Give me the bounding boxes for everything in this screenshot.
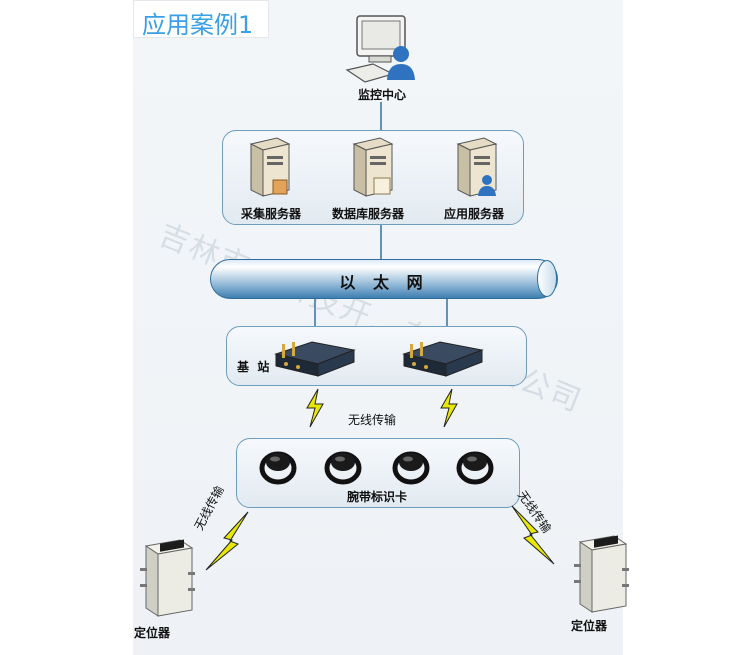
wireless-transmission-label: 无线传输: [348, 411, 396, 428]
locator-left-label: 定位器: [134, 624, 170, 641]
collection-server-label: 采集服务器: [241, 205, 301, 222]
ethernet-label: 以 太 网: [211, 269, 557, 293]
lightning-bolt-icon: [204, 510, 250, 572]
title-box: 应用案例1: [133, 0, 269, 38]
locator-right-label: 定位器: [571, 617, 607, 634]
server-icon: [243, 134, 293, 200]
computer-user-icon: [343, 14, 423, 86]
base-station-label: 基 站: [237, 358, 269, 375]
page-title: 应用案例1: [142, 5, 253, 40]
connector-servers: [380, 225, 382, 261]
base-station-device-icon: [400, 334, 486, 380]
wristband-icon: [258, 446, 298, 486]
database-server-icon: [346, 134, 396, 200]
wristband-icon: [455, 446, 495, 486]
application-server-label: 应用服务器: [444, 205, 504, 222]
wristband-card-label: 腕带标识卡: [347, 488, 407, 505]
wristband-icon: [323, 446, 363, 486]
lightning-bolt-icon: [510, 504, 556, 566]
application-server-icon: [450, 134, 500, 200]
monitor-center-label: 监控中心: [358, 86, 406, 103]
database-server-label: 数据库服务器: [332, 205, 404, 222]
lightning-bolt-icon: [304, 388, 326, 428]
ethernet-bus: 以 太 网: [210, 259, 558, 299]
base-station-device-icon: [272, 334, 358, 380]
locator-device-icon: [570, 534, 630, 616]
locator-device-icon: [136, 538, 196, 620]
lightning-bolt-icon: [438, 388, 460, 428]
wristband-icon: [391, 446, 431, 486]
connector-monitor: [380, 102, 382, 132]
